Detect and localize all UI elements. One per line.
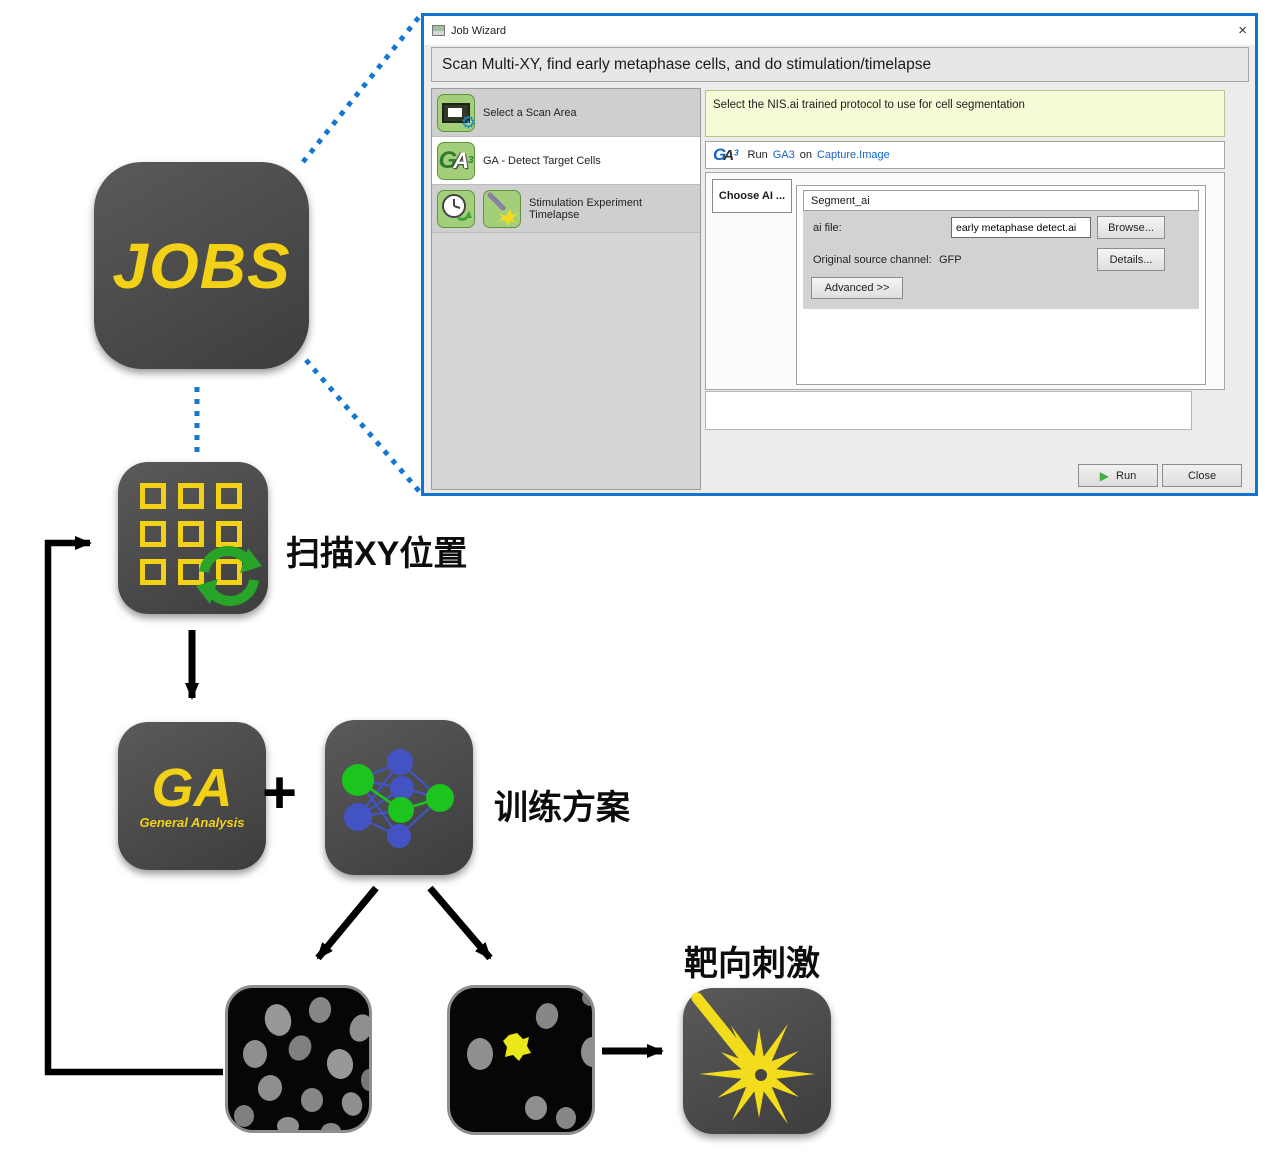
browse-button[interactable]: Browse...	[1097, 216, 1165, 239]
scan-xy-label: 扫描XY位置	[286, 535, 468, 573]
ai-file-input[interactable]	[951, 217, 1091, 238]
targeted-stimulation-icon[interactable]	[683, 988, 831, 1134]
ga3-icon: GA3	[437, 141, 475, 180]
job-wizard-window: Job Wizard × Scan Multi-XY, find early m…	[421, 13, 1258, 496]
window-title: Job Wizard	[451, 24, 507, 37]
ga3-run-bar: GA3 Run GA3 on Capture.Image	[705, 141, 1225, 169]
segment-ai-group: Segment_ai ai file: Browse... Original s…	[796, 185, 1206, 385]
wizard-lower-strip	[705, 391, 1192, 430]
step-list: ⚙ Select a Scan Area GA3 GA - Detect Tar…	[431, 88, 701, 490]
run-button-label: Run	[1116, 469, 1137, 482]
ga3-icon-small: GA3	[713, 145, 739, 164]
step-ga-detect-target-cells[interactable]: GA3 GA - Detect Target Cells	[432, 137, 700, 185]
step-label: Stimulation Experiment Timelapse	[529, 196, 643, 221]
on-text: on	[799, 149, 812, 161]
info-box: Select the NIS.ai trained protocol to us…	[705, 90, 1225, 137]
wizard-titlebar: Job Wizard ×	[424, 16, 1255, 45]
callout-dotted-line-top	[301, 15, 421, 164]
neural-network-graph	[342, 749, 454, 848]
play-icon: ▶	[1099, 468, 1110, 483]
grid-square	[216, 521, 242, 547]
ga3-link[interactable]: GA3	[772, 149, 795, 161]
jobs-icon[interactable]: JOBS	[94, 162, 309, 369]
training-label: 训练方案	[494, 789, 630, 827]
scan-area-icon: ⚙	[437, 93, 476, 132]
refresh-arrows-icon	[192, 540, 266, 612]
grid-square	[140, 483, 166, 509]
general-analysis-icon[interactable]: GA General Analysis	[118, 722, 266, 870]
detected-cell-image	[447, 985, 595, 1135]
wizard-header-text: Scan Multi-XY, find early metaphase cell…	[442, 55, 932, 73]
ai-content-panel: Choose AI ... Segment_ai ai file: Browse…	[705, 172, 1225, 390]
details-button[interactable]: Details...	[1097, 248, 1165, 271]
segmented-cell-highlight	[503, 1033, 531, 1061]
callout-dotted-line-bottom	[304, 358, 421, 493]
choose-ai-tab[interactable]: Choose AI ...	[712, 179, 792, 213]
grid-square	[178, 483, 204, 509]
close-icon[interactable]: ×	[1238, 22, 1247, 39]
segment-ai-settings: ai file: Browse... Original source chann…	[803, 211, 1199, 309]
step-label: Select a Scan Area	[483, 106, 577, 119]
segment-ai-title: Segment_ai	[803, 190, 1199, 211]
job-wizard-app-icon	[432, 25, 445, 36]
ga-icon-label: GA	[151, 757, 233, 818]
timelapse-clock-icon	[437, 189, 475, 228]
step-label: GA - Detect Target Cells	[483, 154, 601, 167]
neural-network-icon[interactable]	[325, 720, 473, 875]
nuclei-overview-image	[225, 985, 372, 1133]
source-channel-value: GFP	[939, 254, 962, 266]
advanced-button[interactable]: Advanced >>	[811, 277, 903, 299]
arrow-nn-to-image2	[427, 885, 493, 961]
grid-square	[140, 559, 166, 585]
capture-image-link[interactable]: Capture.Image	[816, 149, 890, 161]
run-button[interactable]: ▶ Run	[1078, 464, 1158, 487]
source-channel-label: Original source channel:	[813, 254, 932, 266]
step-select-scan-area[interactable]: ⚙ Select a Scan Area	[432, 89, 700, 137]
plus-sign: +	[262, 759, 298, 826]
gear-icon: ⚙	[460, 112, 476, 132]
ai-file-label: ai file:	[813, 222, 842, 234]
stimulation-label: 靶向刺激	[684, 945, 820, 983]
scan-xy-icon[interactable]	[118, 462, 268, 614]
arrow-nn-to-image1	[315, 885, 379, 961]
grid-square	[216, 483, 242, 509]
stimulation-device-icon	[483, 189, 521, 228]
laser-starburst	[691, 992, 815, 1125]
step-stimulation-timelapse[interactable]: Stimulation Experiment Timelapse	[432, 185, 700, 233]
wizard-header: Scan Multi-XY, find early metaphase cell…	[431, 47, 1249, 82]
grid-square	[140, 521, 166, 547]
close-button[interactable]: Close	[1162, 464, 1242, 487]
jobs-icon-label: JOBS	[112, 229, 291, 302]
run-text: Run	[747, 149, 768, 161]
ga-icon-sublabel: General Analysis	[139, 814, 245, 830]
